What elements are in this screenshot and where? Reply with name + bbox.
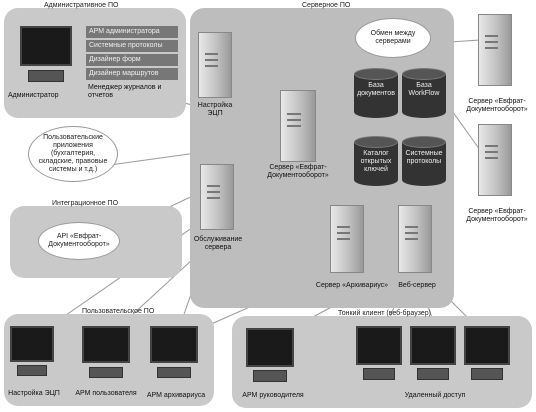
server-panel-title: Серверное ПО (302, 2, 351, 9)
remote-monitor-2-icon (410, 326, 456, 380)
admin-menu-item-arm[interactable]: АРМ администратора (86, 26, 178, 38)
service-server-icon (200, 164, 234, 230)
remote-access-label: Удаленный доступ (404, 392, 466, 399)
db-protocols-label: Системные протоколы (405, 150, 443, 165)
user-setup-monitor-icon (10, 326, 54, 376)
user-panel-title: Пользовательское ПО (82, 308, 155, 315)
user-apps-bubble: Пользовательские приложения (бухгалтерия… (28, 126, 118, 182)
remote-server-2-icon (478, 124, 512, 196)
archivist-monitor-icon (150, 326, 198, 378)
administrator-label: Администратор (8, 92, 59, 99)
remote-server-1-label: Сервер «Евфрат-Документооборот» (466, 98, 528, 113)
web-server-label: Веб-сервер (398, 282, 436, 289)
service-label: Обслуживание сервера (193, 236, 243, 251)
integration-panel-title: Интеграционное ПО (52, 200, 119, 207)
remote-monitor-1-icon (356, 326, 402, 380)
api-bubble: API «Евфрат-Документооборот» (38, 222, 120, 260)
thin-client-panel-title: Тонкий клиент (веб-браузер) (338, 310, 431, 317)
user-setup-ecp-label: Настройка ЭЦП (8, 390, 60, 397)
db-protocols-icon: Системные протоколы (402, 136, 446, 186)
db-documents-label: База документов (357, 82, 395, 97)
setup-ecp-label: Настройка ЭЦП (197, 102, 233, 117)
manager-monitor-icon (246, 328, 294, 382)
db-keys-icon: Каталог открытых ключей (354, 136, 398, 186)
remote-server-1-icon (478, 14, 512, 86)
db-workflow-icon: База WorkFlow (402, 68, 446, 118)
db-workflow-label: База WorkFlow (408, 82, 440, 97)
remote-server-2-label: Сервер «Евфрат-Документооборот» (466, 208, 528, 223)
admin-menu-item-routes[interactable]: Дизайнер маршрутов (86, 68, 178, 80)
db-documents-icon: База документов (354, 68, 398, 118)
manager-arm-label: АРМ руководителя (242, 392, 304, 399)
main-server-label: Сервер «Евфрат-Документооборот» (267, 164, 329, 179)
db-keys-label: Каталог открытых ключей (360, 150, 392, 173)
remote-monitor-3-icon (464, 326, 510, 380)
setup-ecp-server-icon (198, 32, 232, 98)
web-server-icon (398, 205, 432, 273)
user-arm-monitor-icon (82, 326, 130, 378)
archivist-server-label: Сервер «Архивариус» (315, 282, 389, 289)
archivist-server-icon (330, 205, 364, 273)
user-arm-label: АРМ пользователя (75, 390, 137, 397)
main-server-icon (280, 90, 316, 162)
admin-menu-item-journals: Менеджер журналов и отчетов (88, 84, 162, 99)
admin-menu-item-forms[interactable]: Дизайнер форм (86, 54, 178, 66)
admin-panel-title: Административное ПО (44, 2, 119, 9)
archivist-arm-label: АРМ архивариуса (146, 392, 206, 399)
admin-menu-item-protocols[interactable]: Системные протоколы (86, 40, 178, 52)
exchange-bubble: Обмен между серверами (355, 18, 431, 58)
admin-monitor-icon (20, 26, 72, 82)
